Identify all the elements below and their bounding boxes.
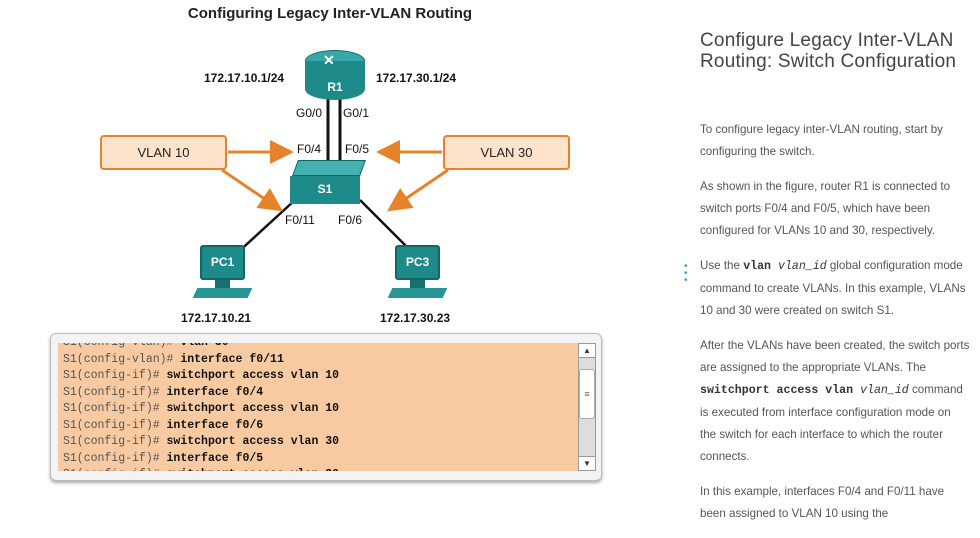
terminal-command: interface f0/6 [166, 418, 264, 432]
terminal-line: S1(config-if)# switchport access vlan 10 [63, 401, 578, 418]
scroll-up-icon[interactable]: ▲ [579, 344, 595, 358]
terminal-command: vlan 30 [180, 343, 228, 349]
terminal-prompt: S1(config-if)# [63, 402, 167, 415]
terminal-output[interactable]: S1(config-vlan)# vlan 30S1(config-vlan)#… [58, 343, 578, 471]
r1-ip-left: 172.17.10.1/24 [204, 71, 285, 85]
paragraph-4: After the VLANs have been created, the s… [700, 339, 970, 463]
scroll-thumb[interactable]: ≡ [579, 369, 595, 419]
terminal-prompt: S1(config-if)# [63, 385, 167, 399]
terminal-line: S1(config-if)# switchport access vlan 30 [63, 467, 578, 471]
port-f011: F0/11 [285, 213, 315, 227]
terminal-command: interface f0/5 [166, 451, 264, 465]
terminal-command: switchport access vlan 30 [167, 468, 340, 471]
terminal-line: S1(config-if)# interface f0/4 [63, 385, 578, 402]
terminal-line: S1(config-if)# interface f0/5 [63, 451, 578, 468]
port-g01: G0/1 [343, 106, 370, 120]
router-r1: ✕ R1 [305, 50, 365, 100]
more-options-icon[interactable]: ••• [684, 261, 688, 286]
terminal-prompt: S1(config-if)# [63, 369, 167, 382]
arrow-vlan30-f06 [387, 168, 449, 212]
terminal-command: interface f0/11 [180, 352, 284, 366]
pc1: PC1 [190, 245, 260, 307]
terminal-line: S1(config-if)# switchport access vlan 10 [63, 368, 578, 385]
terminal-prompt: S1(config-if)# [63, 468, 167, 471]
terminal-line: S1(config-vlan)# vlan 30 [63, 343, 578, 352]
arrow-vlan10-f011 [221, 168, 283, 212]
terminal-line: S1(config-if)# interface f0/6 [63, 418, 578, 435]
terminal-prompt: S1(config-if)# [63, 418, 167, 432]
r1-ip-right: 172.17.30.1/24 [376, 71, 457, 85]
terminal-prompt: S1(config-if)# [63, 451, 167, 465]
port-f06: F0/6 [338, 213, 363, 227]
scroll-down-icon[interactable]: ▼ [579, 456, 595, 470]
port-g00: G0/0 [296, 106, 323, 120]
vlan30-box: VLAN 30 [443, 135, 570, 170]
pc1-ip: 172.17.10.21 [181, 311, 252, 325]
terminal-prompt: S1(config-vlan)# [63, 352, 181, 366]
content-panel: Configure Legacy Inter-VLAN Routing: Swi… [684, 30, 970, 538]
terminal-command: switchport access vlan 10 [166, 402, 340, 415]
terminal-window: S1(config-vlan)# vlan 30S1(config-vlan)#… [50, 333, 602, 481]
paragraph-3: ••• Use the vlan vlan_id global configur… [684, 259, 966, 317]
paragraph-2: As shown in the figure, router R1 is con… [700, 180, 951, 237]
port-f05: F0/5 [345, 142, 370, 156]
terminal-scrollbar[interactable]: ▲ ≡ ▼ [578, 343, 596, 471]
terminal-prompt: S1(config-if)# [63, 435, 167, 448]
switch-s1: S1 [290, 160, 366, 205]
link-pc1 [234, 199, 296, 256]
vlan10-box: VLAN 10 [100, 135, 227, 170]
terminal-command: switchport access vlan 10 [166, 369, 340, 382]
paragraph-5: In this example, interfaces F0/4 and F0/… [700, 485, 945, 520]
figure-title: Configuring Legacy Inter-VLAN Routing [187, 5, 473, 22]
port-f04: F0/4 [297, 142, 322, 156]
pc3-ip: 172.17.30.23 [380, 311, 451, 325]
paragraph-1: To configure legacy inter-VLAN routing, … [700, 123, 943, 158]
terminal-command: interface f0/4 [166, 385, 264, 399]
terminal-prompt: S1(config-vlan)# [63, 343, 180, 349]
router-arrows-icon: ✕ [323, 52, 335, 68]
terminal-line: S1(config-vlan)# interface f0/11 [63, 352, 578, 369]
terminal-line: S1(config-if)# switchport access vlan 30 [63, 434, 578, 451]
pc3: PC3 [385, 245, 455, 307]
panel-heading: Configure Legacy Inter-VLAN Routing: Swi… [700, 30, 957, 72]
terminal-command: switchport access vlan 30 [166, 435, 340, 448]
